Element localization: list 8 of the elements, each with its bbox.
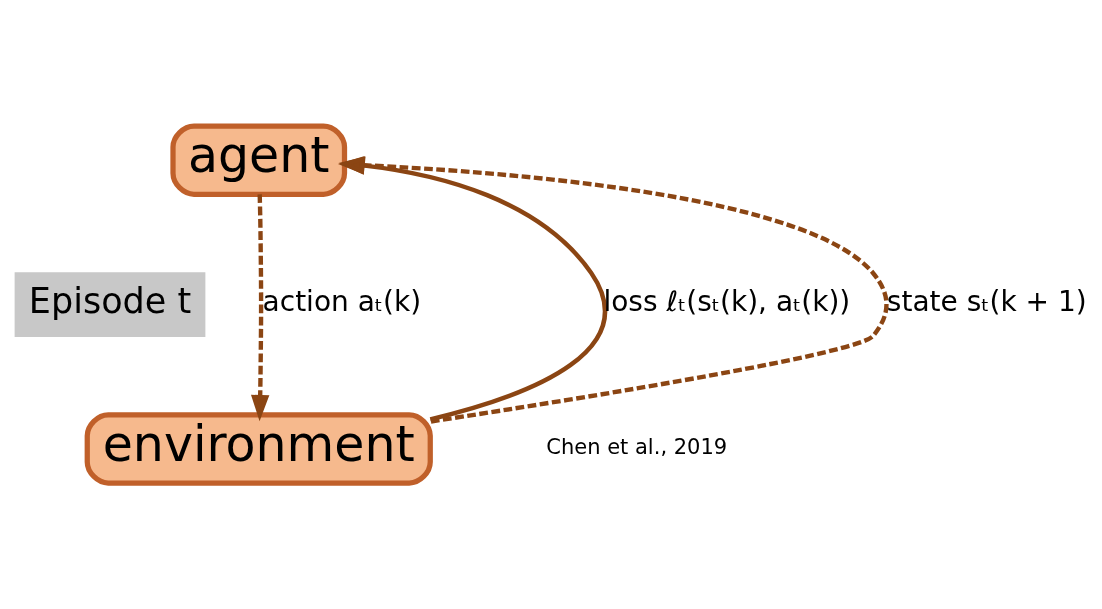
arrow — [250, 194, 270, 422]
node-box: agent — [170, 123, 348, 197]
node-box: Episode t — [14, 272, 206, 337]
edge-label: action aₜ(k) — [262, 285, 422, 319]
edge-label: loss ℓₜ(sₜ(k), aₜ(k)) — [603, 285, 851, 319]
node-box: environment — [84, 412, 433, 486]
label: Chen et al., 2019 — [546, 435, 728, 460]
edge-label: state sₜ(k + 1) — [886, 285, 1087, 319]
